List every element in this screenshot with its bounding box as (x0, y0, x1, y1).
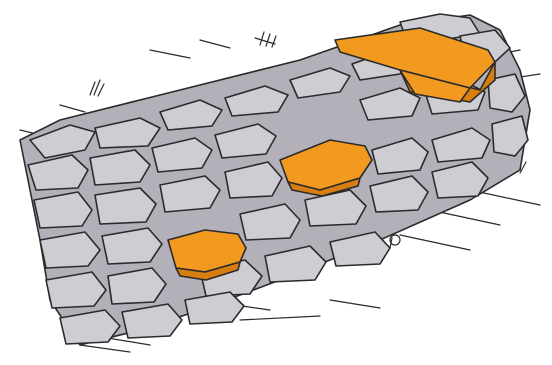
step-stones (167, 27, 496, 281)
top-step-stone (334, 27, 496, 103)
middle-step-stone (279, 139, 373, 197)
wall-stones (27, 13, 529, 345)
lower-step-stone (167, 229, 247, 281)
